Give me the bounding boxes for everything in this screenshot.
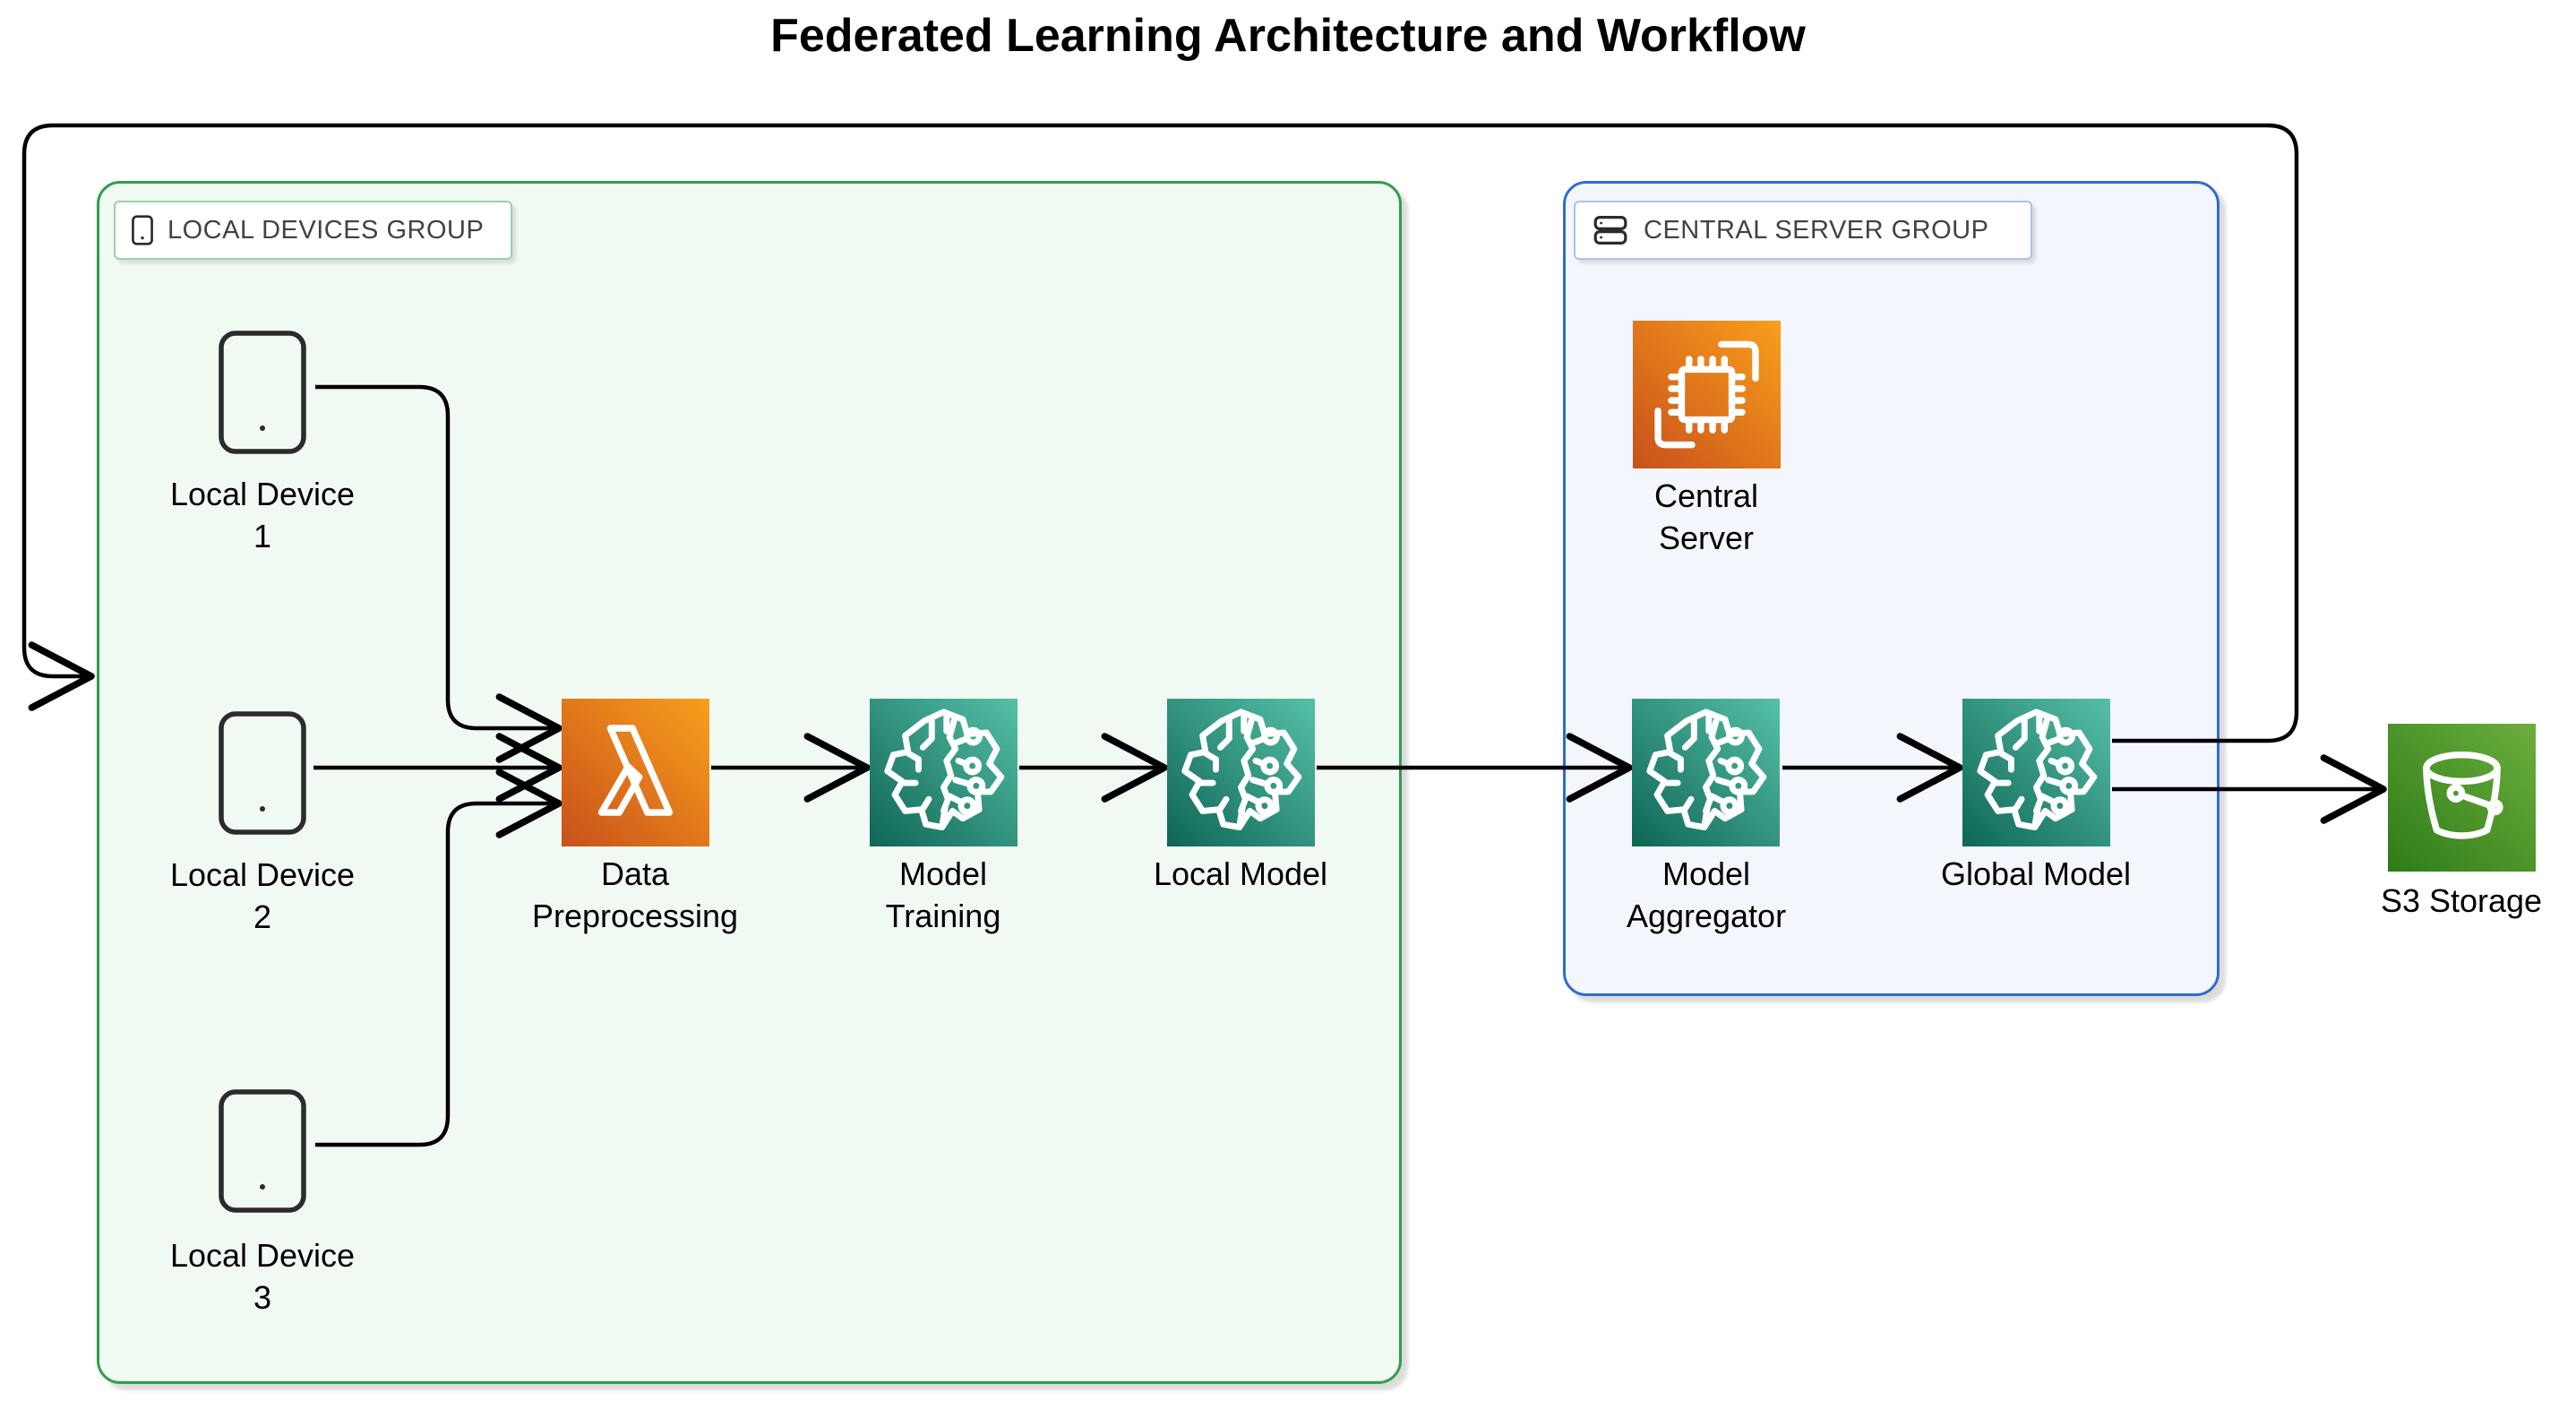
ml-brain-icon — [1632, 699, 1780, 846]
local-model-label: Local Model — [1153, 855, 1328, 892]
central-server-group-label: CENTRAL SERVER GROUP — [1574, 201, 2032, 260]
model-aggregator-node — [1632, 699, 1780, 846]
mobile-device-icon — [218, 330, 307, 455]
global-model-label: Global Model — [1940, 855, 2132, 892]
ml-brain-icon — [1962, 699, 2110, 846]
local-devices-group-label: LOCAL DEVICES GROUP — [114, 201, 512, 260]
local-device-3-node — [218, 1088, 307, 1214]
local-model-node — [1167, 699, 1315, 846]
ml-brain-icon — [870, 699, 1018, 846]
s3-storage-node — [2388, 724, 2536, 872]
lambda-icon — [562, 699, 709, 846]
model-training-node — [870, 699, 1018, 846]
central-server-group-label-text: CENTRAL SERVER GROUP — [1644, 215, 1989, 245]
s3-storage-label: S3 Storage — [2380, 882, 2543, 919]
mobile-device-icon — [218, 710, 307, 836]
server-stack-icon — [1593, 216, 1627, 245]
s3-bucket-icon — [2388, 724, 2536, 872]
central-server-group-box — [1563, 181, 2220, 996]
diagram-title: Federated Learning Architecture and Work… — [770, 10, 1806, 62]
local-device-1-node — [218, 330, 307, 455]
mobile-device-icon — [218, 1088, 307, 1214]
local-device-2-node — [218, 710, 307, 836]
mobile-device-icon — [132, 215, 153, 245]
global-model-node — [1962, 699, 2110, 846]
arrow-global-model-feedback-to-devices — [21, 123, 2299, 743]
central-server-node — [1633, 321, 1781, 468]
arrow-device1-to-preprocessing — [315, 384, 562, 763]
ml-brain-icon — [1167, 699, 1315, 846]
chip-icon — [1633, 321, 1781, 468]
arrow-device3-to-preprocessing — [315, 769, 562, 1147]
local-devices-group-label-text: LOCAL DEVICES GROUP — [167, 215, 485, 245]
data-preprocessing-node — [562, 699, 709, 846]
